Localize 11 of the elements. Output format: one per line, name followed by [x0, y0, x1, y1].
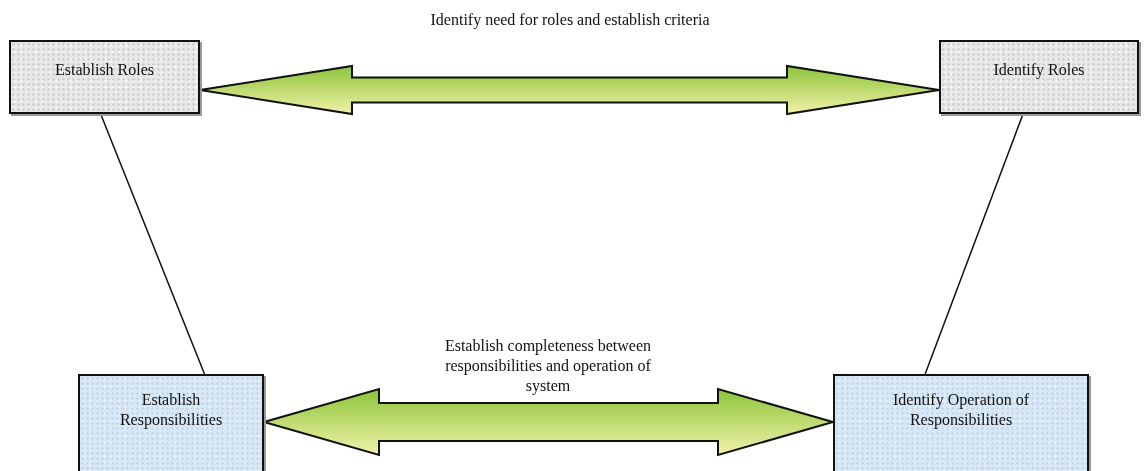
double-block-arrow — [199, 64, 940, 116]
process-box — [939, 40, 1139, 114]
process-box — [78, 374, 264, 471]
box-label: Establish Responsibilities — [118, 390, 224, 430]
box-label: Identify Roles — [993, 60, 1085, 80]
box-label: Identify Operation of Responsibilities — [892, 390, 1030, 430]
connector-line — [99, 113, 206, 375]
box-label: Establish Roles — [54, 60, 155, 80]
connector-line — [924, 113, 1024, 375]
process-box — [833, 374, 1089, 471]
process-box — [9, 40, 200, 114]
